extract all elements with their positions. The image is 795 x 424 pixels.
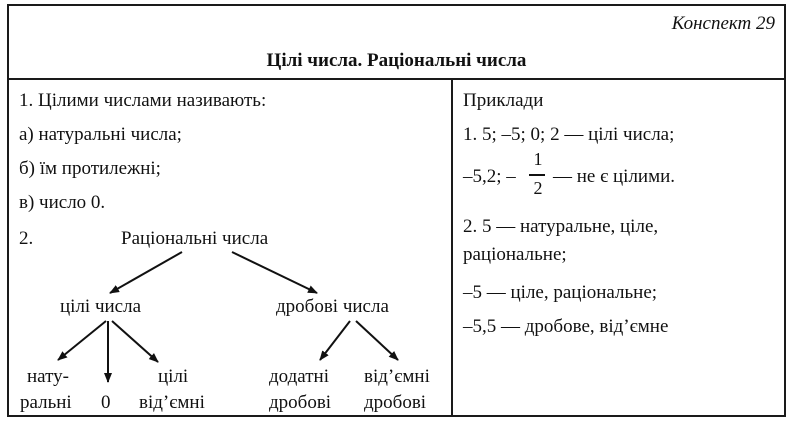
example-1-line2-suffix: — не є цілими. bbox=[553, 166, 676, 187]
arrow-fractions-to-positive bbox=[319, 320, 351, 361]
arrow-root-to-integers bbox=[109, 251, 183, 294]
leaf-zero: 0 bbox=[101, 392, 111, 413]
tree-root-rational: Раціональні числа bbox=[121, 228, 269, 249]
konspekt-label: Конспект 29 bbox=[671, 13, 775, 34]
arrow-fractions-to-negative bbox=[355, 320, 399, 361]
leaf-negative-integers-line1: цілі bbox=[158, 366, 189, 387]
examples-heading: Приклади bbox=[463, 90, 544, 111]
outer-frame bbox=[7, 4, 786, 417]
arrow-root-to-fractions bbox=[231, 251, 318, 294]
title-divider bbox=[7, 78, 786, 80]
leaf-negative-fractions-line2: дробові bbox=[364, 392, 427, 413]
page-title: Цілі числа. Раціональні числа bbox=[266, 50, 527, 71]
tree-node-integers: цілі числа bbox=[60, 296, 142, 317]
definition-item-c: в) число 0. bbox=[19, 192, 106, 213]
fraction-numerator: 1 bbox=[533, 149, 543, 169]
arrow-integers-to-negative bbox=[111, 320, 159, 363]
arrow-integers-to-natural bbox=[57, 320, 107, 361]
leaf-positive-fractions-line2: дробові bbox=[269, 392, 332, 413]
leaf-negative-fractions-line1: від’ємні bbox=[364, 366, 430, 387]
definition-heading: 1. Цілими числами називають: bbox=[19, 90, 267, 111]
example-2-line2: раціональне; bbox=[463, 244, 567, 265]
leaf-natural-line2: ральні bbox=[20, 392, 72, 413]
leaf-positive-fractions-line1: додатні bbox=[269, 366, 329, 387]
example-2-line4: –5,5 — дробове, від’ємне bbox=[463, 316, 669, 337]
leaf-natural-line1: нату- bbox=[27, 366, 69, 387]
definition-item-b: б) їм протилежні; bbox=[19, 158, 161, 179]
definition-item-a: а) натуральні числа; bbox=[19, 124, 182, 145]
tree-node-fractions: дробові числа bbox=[276, 296, 389, 317]
column-divider bbox=[451, 78, 453, 417]
leaf-negative-integers-line2: від’ємні bbox=[139, 392, 205, 413]
section-2-number: 2. bbox=[19, 228, 34, 249]
example-2-line3: –5 — ціле, раціональне; bbox=[463, 282, 658, 303]
example-1-line1: 1. 5; –5; 0; 2 — цілі числа; bbox=[463, 124, 675, 145]
example-2-line1: 2. 5 — натуральне, ціле, bbox=[463, 216, 659, 237]
fraction-bar bbox=[529, 174, 545, 176]
fraction-denominator: 2 bbox=[533, 178, 543, 198]
example-1-line2-prefix: –5,2; – bbox=[463, 166, 516, 187]
